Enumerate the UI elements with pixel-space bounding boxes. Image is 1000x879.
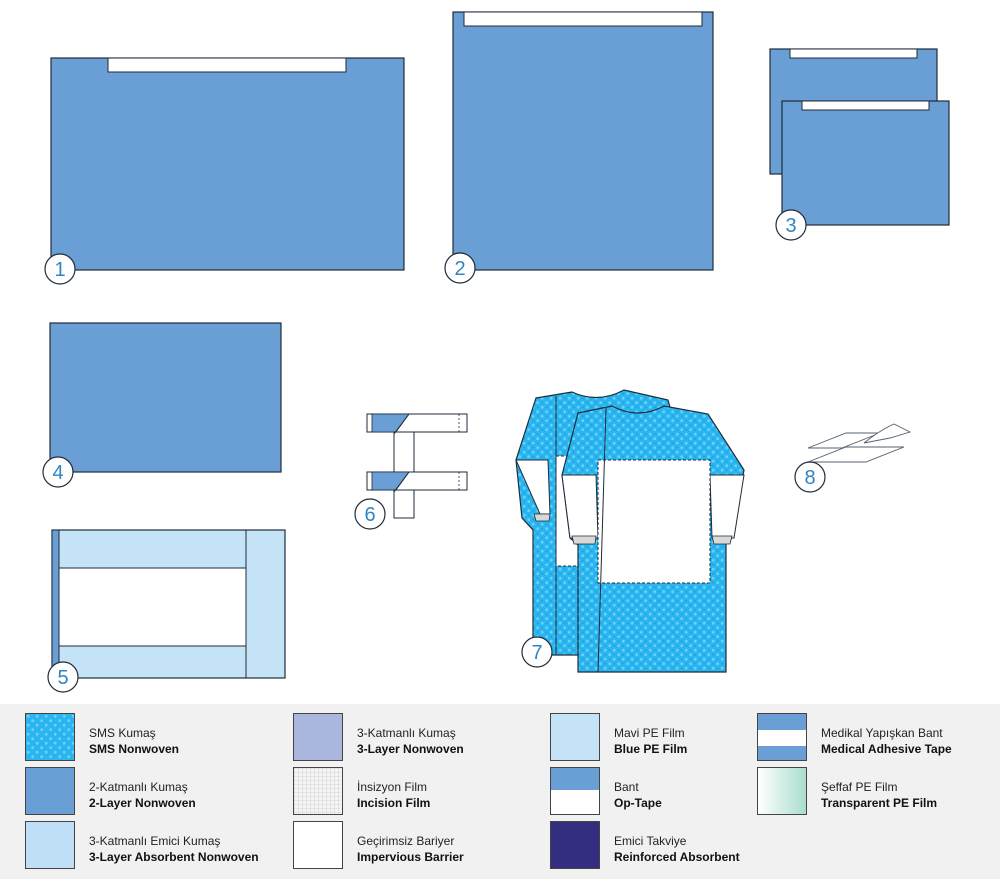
legend-impervious: Geçirimsiz Bariyer Impervious Barrier — [293, 821, 533, 871]
item-number-7: 7 — [531, 642, 542, 664]
item-number-6: 6 — [364, 504, 375, 526]
legend-three-layer-en: 3-Layer Nonwoven — [357, 742, 464, 756]
legend-impervious-en: Impervious Barrier — [357, 850, 464, 864]
transparent-pe-swatch-icon — [757, 767, 807, 815]
product-diagram: 1 2 3 4 5 — [42, 11, 950, 693]
two-layer-swatch-icon — [25, 767, 75, 815]
drape-1: 1 — [44, 57, 405, 285]
item-number-1: 1 — [54, 259, 65, 281]
legend-two-layer-tr: 2-Katmanlı Kumaş — [89, 780, 188, 794]
absorbent-swatch-icon — [25, 821, 75, 869]
impervious-barrier-swatch-icon — [293, 821, 343, 869]
legend-op-tape: Bant Op-Tape — [550, 767, 750, 817]
legend-three-layer-tr: 3-Katmanlı Kumaş — [357, 726, 456, 740]
gown-7: 7 — [515, 389, 745, 673]
op-tape-swatch-icon — [550, 767, 600, 815]
legend-reinforced: Emici Takviye Reinforced Absorbent — [550, 821, 750, 871]
legend-impervious-tr: Geçirimsiz Bariyer — [357, 834, 455, 848]
three-layer-swatch-icon — [293, 713, 343, 761]
legend-incision-tr: İnsizyon Film — [357, 780, 428, 794]
gown-front — [561, 405, 745, 673]
legend-adhesive: Medikal Yapışkan Bant Medical Adhesive T… — [757, 713, 987, 763]
legend-adhesive-tr: Medikal Yapışkan Bant — [821, 726, 943, 740]
legend-incision: İnsizyon Film Incision Film — [293, 767, 533, 817]
item-number-8: 8 — [804, 467, 815, 489]
blue-pe-swatch-icon — [550, 713, 600, 761]
legend-sms: SMS Kumaş SMS Nonwoven — [25, 713, 265, 763]
legend-transparent-pe: Şeffaf PE Film Transparent PE Film — [757, 767, 987, 817]
legend-blue-pe-en: Blue PE Film — [614, 742, 688, 756]
legend-sms-en: SMS Nonwoven — [89, 742, 180, 756]
legend-transparent-pe-tr: Şeffaf PE Film — [821, 780, 898, 794]
drape-5: 5 — [47, 529, 286, 693]
film-8: 8 — [794, 423, 912, 493]
legend-op-tape-en: Op-Tape — [614, 796, 662, 810]
legend-sms-tr: SMS Kumaş — [89, 726, 156, 740]
legend-reinforced-tr: Emici Takviye — [614, 834, 687, 848]
adhesive-tape-swatch-icon — [757, 713, 807, 761]
item-number-3: 3 — [785, 215, 796, 237]
legend-three-layer: 3-Katmanlı Kumaş 3-Layer Nonwoven — [293, 713, 533, 763]
sms-swatch-icon — [25, 713, 75, 761]
legend-blue-pe-tr: Mavi PE Film — [614, 726, 685, 740]
legend-op-tape-tr: Bant — [614, 780, 639, 794]
drape-3: 3 — [769, 48, 950, 241]
legend-reinforced-en: Reinforced Absorbent — [614, 850, 740, 864]
drape-2: 2 — [444, 11, 714, 284]
legend-absorbent-tr: 3-Katmanlı Emici Kumaş — [89, 834, 221, 848]
item-number-2: 2 — [454, 258, 465, 280]
legend-transparent-pe-en: Transparent PE Film — [821, 796, 938, 810]
legend-absorbent: 3-Katmanlı Emici Kumaş 3-Layer Absorbent… — [25, 821, 285, 871]
legend-two-layer-en: 2-Layer Nonwoven — [89, 796, 196, 810]
item-number-4: 4 — [52, 462, 63, 484]
legend-two-layer: 2-Katmanlı Kumaş 2-Layer Nonwoven — [25, 767, 265, 817]
item-number-5: 5 — [57, 667, 68, 689]
legend-adhesive-en: Medical Adhesive Tape — [821, 742, 952, 756]
legend-incision-en: Incision Film — [357, 796, 431, 810]
legend-blue-pe: Mavi PE Film Blue PE Film — [550, 713, 750, 763]
legend-absorbent-en: 3-Layer Absorbent Nonwoven — [89, 850, 259, 864]
drape-4: 4 — [42, 322, 282, 488]
reinforced-absorbent-swatch-icon — [550, 821, 600, 869]
material-legend: SMS Kumaş SMS Nonwoven 3-Katmanlı Kumaş … — [0, 704, 1000, 879]
incision-film-swatch-icon — [293, 767, 343, 815]
tape-6: 6 — [354, 413, 468, 530]
